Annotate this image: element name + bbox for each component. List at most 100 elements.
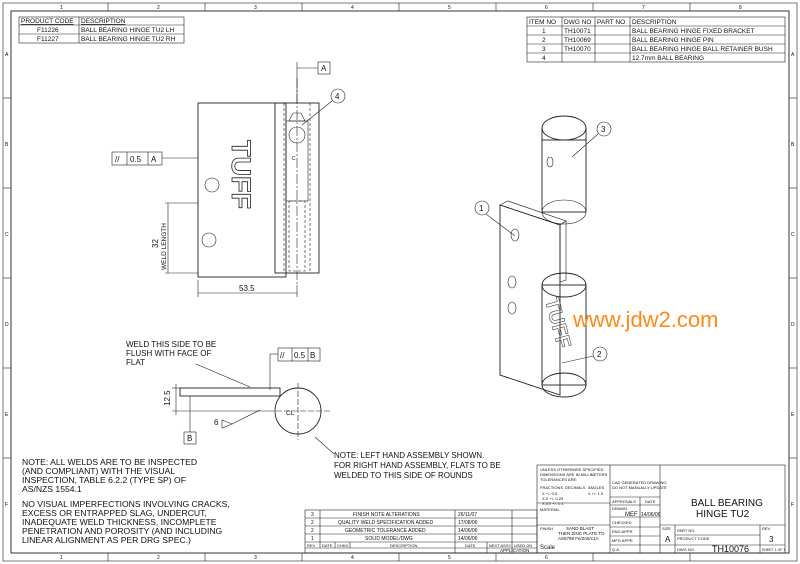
col-label: 2 [157,555,160,561]
hand-note-line: FOR RIGHT HAND ASSEMBLY, FLATS TO BE [334,461,501,470]
sheet-label: SHEET 1 OF 1 [762,548,785,552]
rev-header: CHKD [337,543,348,548]
rev-cell: 1 [311,536,314,542]
dim-width: 53.5 [239,284,255,293]
rev-cell: 17/08/06 [458,520,478,526]
balloon-2 [592,346,608,362]
balloon-label: 4 [335,92,340,101]
fcf-symbol: // [280,351,285,360]
front-view: TUFF C A 4 // 0.5 A 32 WELD LENGTH 53.5 [111,61,346,297]
dwg-no: TH10076 [712,544,749,554]
note-line: NOTE: ALL WELDS ARE TO BE INSPECTED [22,457,197,467]
table-cell: 3 [542,46,546,53]
table-cell: F11227 [37,36,59,43]
col-label: 8 [739,5,742,11]
rev-header: DATE [322,543,333,548]
col-label: 2 [157,5,160,11]
revision-table: 3 FINISH NOTE ALTERATIONS 26/11/07 2 QUA… [304,509,538,554]
row-label: E [5,412,9,418]
part-no-label: PART NO. [677,528,695,533]
note-line: INSPECTION, TABLE 6.2.2 (TYPE SP) OF [22,475,186,485]
row-label: B [5,142,9,148]
row-label: F [791,502,794,508]
approvals-date-label: DATE [645,499,656,504]
weld-note-line: WELD THIS SIDE TO BE [126,340,216,349]
dwg-no-label: DWG NO. [677,547,695,552]
tolerance-note: TOLERANCES ARE: [540,477,577,482]
col-label: 5 [448,5,451,11]
product-code-label: PRODUCT CODE [677,536,710,541]
table-cell: BALL BEARING HINGE FIXED BRACKET [632,28,755,35]
tuff-stamp: TUFF [226,140,256,209]
tol-header: ANGLES [588,485,605,490]
rev-header: NEXT ASSY [489,543,511,548]
check-label: ENG APPR [612,529,633,534]
rev-cell: 14/06/06 [458,536,478,542]
centerline-mark: C [292,156,296,162]
row-label: D [5,322,9,328]
application-label: APPLICATION [500,548,529,553]
fcf-parallelism-b [277,347,321,362]
note-line: NO VISUAL IMPERFECTIONS INVOLVING CRACKS… [22,499,230,509]
col-label: 6 [545,5,548,11]
finish-text: SAND BLAST [566,526,594,531]
grid-labels: 1 2 3 4 5 6 7 8 1 2 3 4 5 6 A B C D E F … [5,5,795,561]
rev-header: USED ON [514,543,532,548]
col-label: 5 [448,555,451,561]
drawn-by: MEF [625,512,638,518]
rev-cell: 3 [311,512,314,518]
side-view: WELD THIS SIDE TO BE FLUSH WITH FACE OF … [126,340,501,480]
balloon-4 [330,88,346,104]
rev-header: DESCRIPTION [390,543,417,548]
drawing-title: HINGE TU2 [696,509,750,520]
general-notes: NOTE: ALL WELDS ARE TO BE INSPECTED (AND… [22,457,230,545]
iso-tuff-stamp: TUFF [540,296,574,351]
datum-a-label: A [321,64,327,73]
row-label: A [791,52,795,58]
balloon-label: 1 [479,204,484,213]
cad-note: DO NOT MANUALLY UPDATE [612,485,667,490]
finish-text: AS5789 Fe/Zn5/c1A [558,536,599,541]
parts-list-table: ITEM NO DWG NO PART NO DESCRIPTION 1 TH1… [526,16,786,63]
scale-label: Scale [540,545,556,551]
rev-header: REV [307,543,316,548]
col-label: 3 [254,5,257,11]
dim-weld-length: 32 [151,239,160,248]
rev-cell: 14/06/06 [458,528,478,534]
header-cell: DESCRIPTION [81,18,126,25]
check-label: CHECKED [612,520,632,525]
tol-value: X +/- 1.0 [588,491,604,496]
table-cell: 2 [542,37,546,44]
check-label: Q.A. [612,547,620,552]
table-cell: 4 [542,55,546,62]
tol-header: DECIMALS [565,485,586,490]
plate-section [179,387,281,397]
row-label: C [791,232,795,238]
row-label: C [5,232,9,238]
iso-pin [541,284,587,386]
product-code-table: PRODUCT CODE DESCRIPTION F11226 BALL BEA… [18,16,185,44]
fcf-datum: A [151,155,157,164]
tol-value: X.X +/- 0.25 [542,496,564,501]
watermark: www.jdw2.com [572,307,718,332]
col-label: 3 [254,555,257,561]
row-label: D [791,322,795,328]
datum-b-label: B [187,434,192,443]
table-cell: BALL BEARING HINGE PIN [632,37,714,44]
rev-cell: 2 [311,520,314,526]
rev-value: 3 [769,535,774,544]
table-cell: BALL BEARING HINGE TU2 LH [81,27,175,34]
col-label: 1 [60,555,63,561]
tol-value: X +/- 0.5 [542,491,558,496]
header-cell: DESCRIPTION [632,19,677,26]
tolerance-note: UNLESS OTHERWISE SPECIFIED [540,467,604,472]
rev-cell: FINISH NOTE ALTERATIONS [353,512,420,518]
row-label: E [791,412,795,418]
check-label: MFG APPR [612,538,633,543]
fcf-tolerance: 0.5 [130,155,142,164]
weld-note-line: FLUSH WITH FACE OF [126,349,211,358]
col-label: 6 [545,555,548,561]
drawn-label: DRAWN [612,506,627,511]
rev-label: REV [762,526,771,531]
